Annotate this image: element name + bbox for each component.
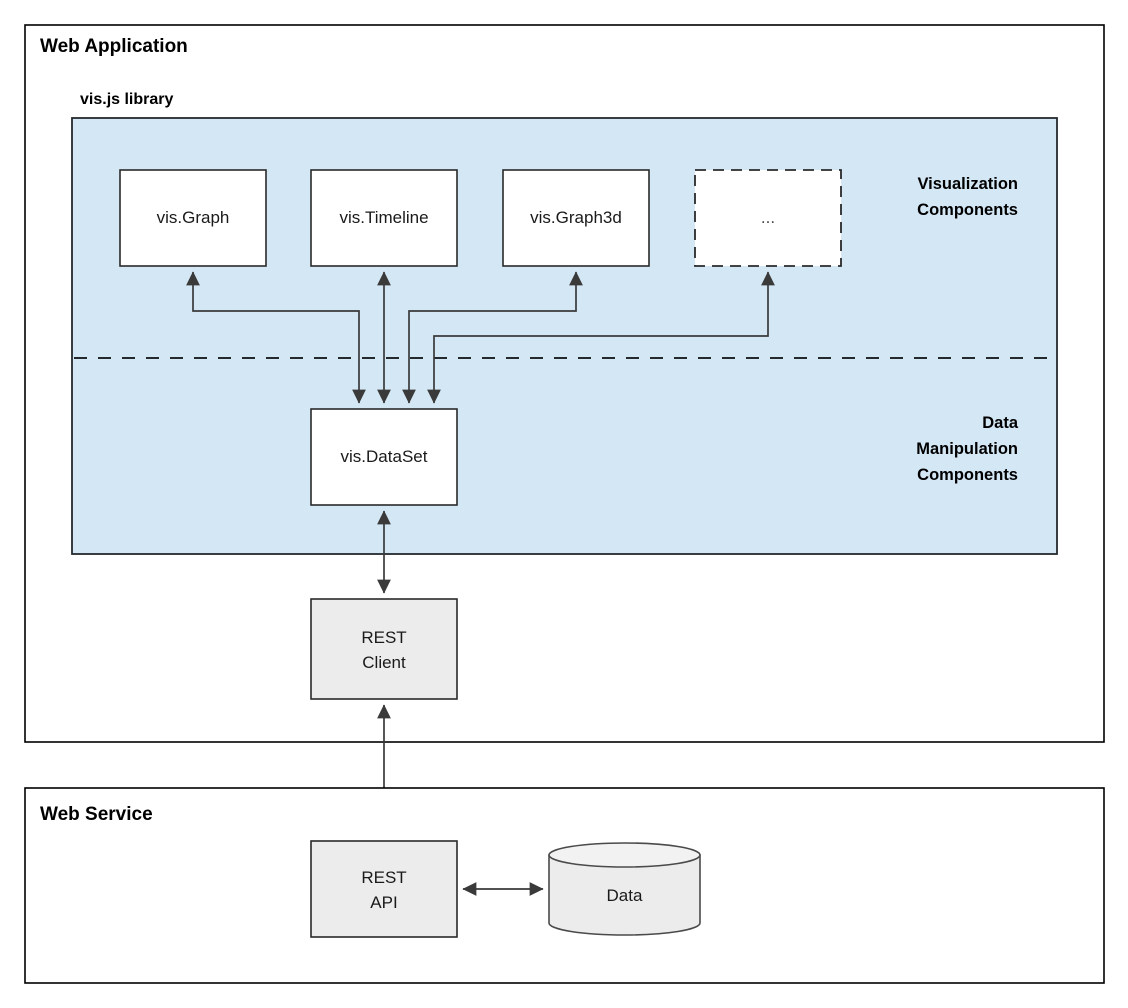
zone-visualization-label-line-1: Visualization bbox=[917, 175, 1018, 193]
library-title: vis.js library bbox=[80, 91, 173, 108]
zone-data-manipulation-label-line-3: Components bbox=[917, 466, 1018, 484]
node-vis-dataset-label: vis.DataSet bbox=[341, 447, 428, 466]
node-rest-api-label-line-1: REST bbox=[361, 868, 406, 887]
node-vis-timeline-label: vis.Timeline bbox=[339, 208, 428, 227]
node-vis-graph-label: vis.Graph bbox=[157, 208, 230, 227]
panel-web-service-title: Web Service bbox=[40, 804, 153, 825]
node-vis-more[interactable] bbox=[694, 169, 842, 267]
zone-data-manipulation-label-line-2: Manipulation bbox=[916, 440, 1018, 458]
node-vis-dataset[interactable] bbox=[310, 408, 458, 506]
zone-data-manipulation-label-line-1: Data bbox=[982, 414, 1019, 432]
node-rest-api[interactable] bbox=[310, 840, 458, 938]
node-vis-graph3d-label: vis.Graph3d bbox=[530, 208, 622, 227]
node-rest-client[interactable] bbox=[310, 598, 458, 700]
node-rest-client-label-line-2: Client bbox=[362, 653, 406, 672]
node-rest-client-label-line-1: REST bbox=[361, 628, 406, 647]
node-vis-timeline[interactable] bbox=[310, 169, 458, 267]
connection-dataset-vis-more bbox=[427, 271, 775, 404]
node-data-store[interactable] bbox=[548, 842, 701, 936]
node-data-store-label: Data bbox=[607, 886, 643, 905]
node-vis-graph3d[interactable] bbox=[502, 169, 650, 267]
panel-web-application-title: Web Application bbox=[40, 36, 188, 57]
node-rest-api-label-line-2: API bbox=[370, 893, 397, 912]
connection-dataset-vis-graph bbox=[186, 271, 366, 404]
zone-visualization-label-line-2: Components bbox=[917, 201, 1018, 219]
node-vis-more-label: ... bbox=[761, 208, 775, 227]
node-vis-graph[interactable] bbox=[119, 169, 267, 267]
